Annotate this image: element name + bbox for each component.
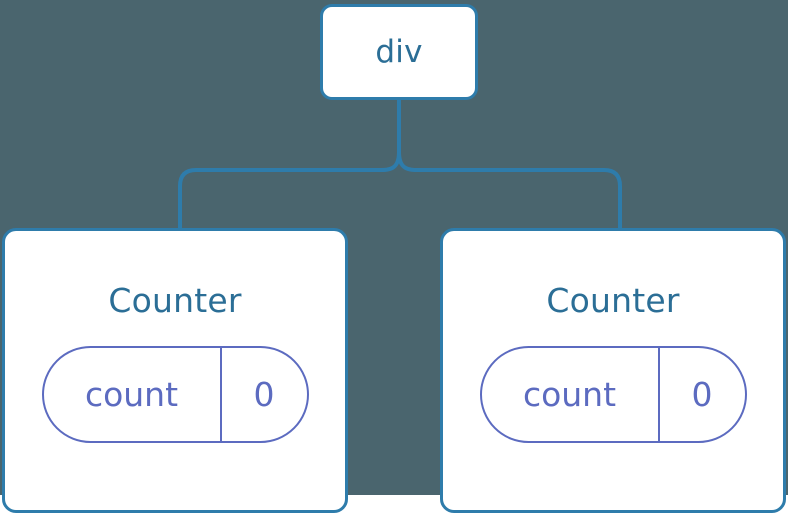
state-value-0: 0 [253, 375, 275, 414]
node-counter-1-label: Counter [546, 281, 680, 320]
node-counter-0[interactable]: Counter count 0 [2, 228, 348, 513]
tree-connector [178, 100, 622, 232]
state-key-1: count [482, 348, 660, 441]
state-pill-0[interactable]: count 0 [41, 346, 309, 443]
node-root-div[interactable]: div [320, 4, 478, 100]
state-key-0: count [44, 348, 222, 441]
node-counter-0-label: Counter [108, 281, 242, 320]
connector-branch-right [397, 150, 622, 232]
state-value-1: 0 [691, 375, 713, 414]
state-pill-1[interactable]: count 0 [479, 346, 747, 443]
node-root-label: div [375, 33, 423, 70]
node-counter-1[interactable]: Counter count 0 [440, 228, 786, 513]
connector-branch-left [178, 150, 401, 232]
